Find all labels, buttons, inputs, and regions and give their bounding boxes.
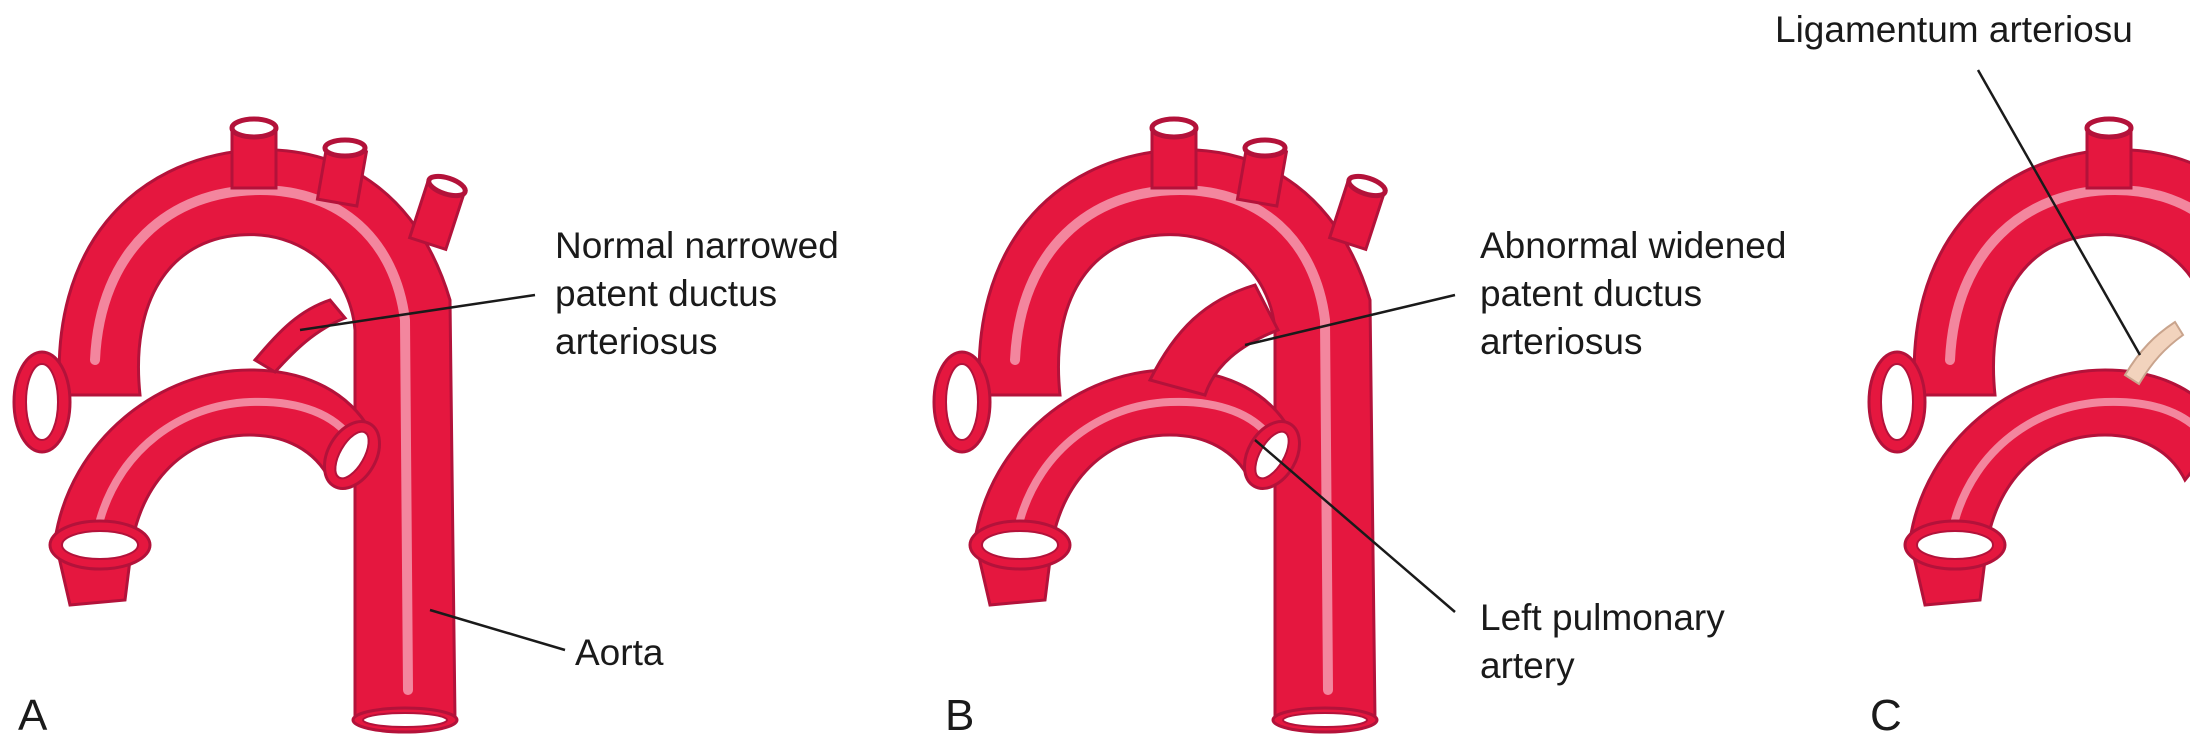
pulmonary-trunk-highlight xyxy=(96,397,356,524)
panel-letter: B xyxy=(945,691,974,740)
left-carotid-opening xyxy=(322,137,368,159)
aortic-root-lumen xyxy=(1880,363,1914,441)
descending-aorta-lumen xyxy=(1282,712,1368,728)
aorta-highlight xyxy=(1945,184,2190,365)
left-pulmonary-lumen xyxy=(334,430,370,480)
brachiocephalic-opening xyxy=(1149,116,1199,140)
aorta-shape xyxy=(57,148,457,722)
leader-line-aorta-a xyxy=(429,608,566,652)
leader-line-pulmonary-b xyxy=(1254,439,1456,613)
pulmonary-trunk-lumen xyxy=(61,530,139,560)
callout-label: Aorta xyxy=(575,632,664,673)
brachiocephalic-opening xyxy=(2084,116,2134,140)
left-subclavian-opening xyxy=(1346,173,1388,199)
pulmonary-trunk-highlight xyxy=(1951,397,2190,524)
panel-b: Abnormal widened patent ductus arteriosu… xyxy=(932,116,1797,740)
heart-vessels-illustration-a xyxy=(12,116,468,734)
ligamentum-arteriosum xyxy=(2123,320,2185,386)
aorta-shape xyxy=(1912,148,2190,397)
left-subclavian-opening xyxy=(426,173,468,199)
callout-label: Normal narrowed patent ductus arteriosus xyxy=(555,225,849,362)
brachiocephalic-opening xyxy=(229,116,279,140)
panel-letter: C xyxy=(1870,691,1902,740)
pulmonary-trunk-lumen xyxy=(1916,530,1994,560)
heart-vessels-illustration-c xyxy=(1867,116,2190,607)
left-carotid-opening xyxy=(1242,137,1288,159)
aorta-highlight xyxy=(90,184,413,695)
ductus-arteriosus-narrow xyxy=(252,298,348,374)
callout-label: Abnormal widened patent ductus arteriosu… xyxy=(1480,225,1797,362)
panel-c: Ligamentum arteriosu C xyxy=(1775,9,2190,740)
panel-letter: A xyxy=(18,691,48,740)
aorta-highlight xyxy=(1010,184,1333,695)
pulmonary-trunk-lumen xyxy=(981,530,1059,560)
pulmonary-trunk-highlight xyxy=(1016,397,1276,524)
leader-line-ductus-a xyxy=(299,293,536,332)
ductus-arteriosus-wide xyxy=(1147,283,1281,397)
callout-label: Ligamentum arteriosu xyxy=(1775,9,2133,50)
callout-label: Left pulmonary artery xyxy=(1480,597,1735,686)
leader-line-ligamentum-c xyxy=(1976,69,2142,356)
panel-a: Normal narrowed patent ductus arteriosus… xyxy=(12,116,849,740)
aortic-root-lumen xyxy=(945,363,979,441)
heart-vessels-illustration-b xyxy=(932,116,1388,734)
aorta-shape xyxy=(977,148,1377,722)
aortic-root-lumen xyxy=(25,363,59,441)
descending-aorta-lumen xyxy=(362,712,448,728)
leader-line-ductus-b xyxy=(1244,293,1456,347)
